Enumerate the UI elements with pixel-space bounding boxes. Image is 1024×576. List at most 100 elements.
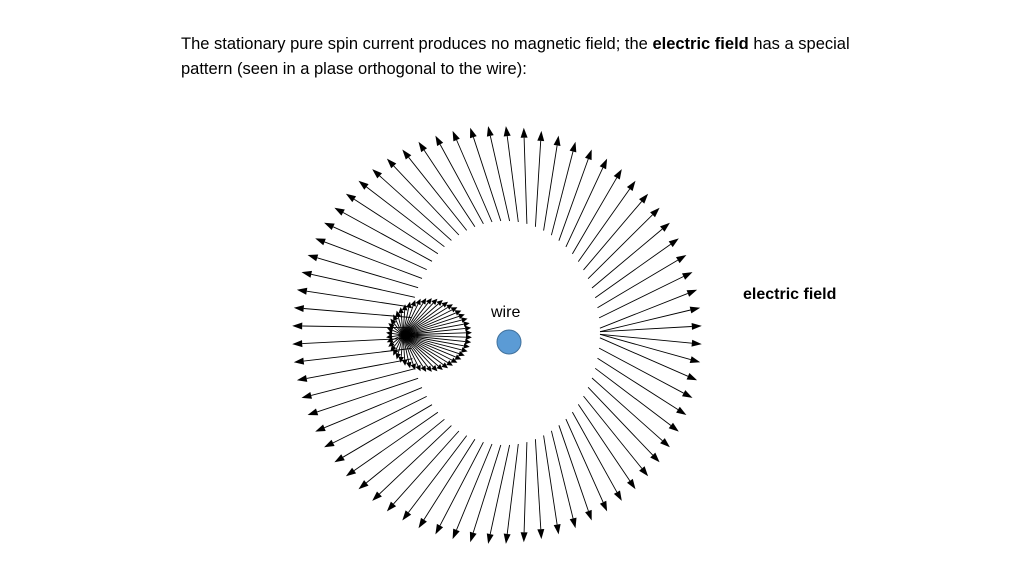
inner-field-arrow [402, 334, 472, 345]
field-line-shaft [402, 334, 444, 365]
arrowhead [358, 480, 369, 490]
field-line-shaft [332, 395, 427, 444]
field-line-shaft [402, 334, 434, 368]
field-line-shaft [393, 165, 460, 236]
inner-field-arrow [402, 334, 412, 369]
outer-field-arrow [565, 418, 608, 512]
field-line-shaft [587, 386, 654, 456]
outer-field-arrow [565, 158, 608, 248]
outer-field-arrow [591, 377, 670, 448]
outer-field-arrow [315, 238, 423, 279]
arrowhead [613, 490, 622, 501]
arrowhead [537, 529, 545, 540]
outer-field-arrow [583, 395, 649, 477]
arrowhead [315, 238, 326, 246]
inner-field-arrow [402, 298, 421, 336]
arrowhead [425, 298, 432, 305]
outer-field-arrow [599, 306, 701, 333]
field-line-shaft [392, 334, 404, 344]
arrowhead [386, 158, 397, 169]
arrowhead [452, 528, 460, 540]
field-line-shaft [391, 332, 404, 336]
field-line-shaft [397, 316, 404, 336]
arrowhead [454, 354, 462, 360]
outer-field-arrow [296, 358, 413, 382]
inner-field-arrow [402, 334, 443, 370]
field-line-shaft [402, 334, 466, 338]
field-line-shaft [402, 312, 456, 336]
outer-field-arrow [345, 411, 439, 477]
field-line-shaft [523, 137, 528, 224]
field-line-shaft [392, 329, 404, 336]
field-line-shaft [366, 418, 445, 484]
caption-text: The stationary pure spin current produce… [181, 32, 881, 82]
arrowhead [293, 357, 305, 365]
field-line-shaft [543, 435, 558, 525]
arrowhead [372, 169, 382, 179]
outer-field-arrow [293, 348, 411, 365]
field-line-shaft [402, 305, 414, 336]
field-line-shaft [550, 151, 574, 236]
outer-field-arrow [307, 377, 419, 416]
inner-field-arrow [402, 300, 416, 336]
wire-dot [496, 329, 522, 355]
field-line-shaft [400, 313, 404, 336]
arrowhead [486, 126, 494, 137]
field-line-shaft [583, 395, 643, 469]
field-line-shaft [395, 319, 404, 336]
inner-field-arrow [388, 323, 404, 336]
arrowhead [441, 301, 448, 308]
outer-field-arrow [334, 404, 433, 463]
field-line-shaft [534, 140, 542, 227]
outer-field-arrow [583, 193, 649, 271]
field-line-shaft [379, 425, 452, 495]
field-line-shaft [599, 333, 691, 361]
field-line-shaft [472, 137, 502, 222]
inner-field-arrow [402, 300, 443, 336]
field-line-shaft [303, 348, 411, 362]
arrowhead [446, 360, 453, 366]
field-line-shaft [324, 387, 423, 429]
field-line-shaft [506, 443, 519, 535]
field-line-shaft [393, 334, 404, 347]
arrowhead [465, 334, 472, 340]
outer-field-arrow [301, 368, 416, 399]
arrowhead [415, 364, 421, 372]
outer-field-arrow [293, 305, 411, 318]
outer-field-arrow [558, 149, 592, 241]
outer-field-arrow [386, 430, 460, 512]
field-line-shaft [402, 334, 466, 343]
field-line-shaft [599, 292, 688, 329]
arrowhead [395, 352, 401, 360]
field-line-shaft [392, 326, 404, 336]
arrowhead [627, 478, 636, 490]
arrowhead [461, 347, 468, 353]
arrowhead [458, 313, 465, 319]
outer-field-arrow [372, 425, 452, 501]
arrowhead [650, 207, 660, 218]
arrowhead [553, 135, 561, 146]
inner-field-arrow [402, 334, 458, 363]
field-line-shaft [534, 439, 542, 530]
field-line-shaft [489, 444, 511, 535]
arrowhead [458, 351, 465, 357]
inner-field-arrow [402, 301, 412, 336]
arrowhead [324, 439, 335, 448]
outer-field-arrow [307, 254, 419, 289]
inner-field-arrow [402, 313, 465, 336]
field-line-shaft [489, 135, 511, 222]
outer-field-arrow [486, 126, 511, 222]
arrowhead [410, 300, 416, 307]
field-line-shaft [316, 377, 419, 413]
field-line-shaft [439, 441, 484, 526]
arrowhead [307, 408, 319, 416]
arrowhead [301, 392, 312, 399]
inner-field-arrow [401, 334, 408, 366]
arrowhead [393, 314, 399, 322]
arrowhead [402, 149, 412, 160]
field-line-shaft [397, 334, 404, 354]
outer-field-arrow [543, 435, 561, 535]
arrowhead [682, 390, 693, 398]
arrowhead [553, 524, 561, 535]
field-line-shaft [306, 290, 413, 308]
